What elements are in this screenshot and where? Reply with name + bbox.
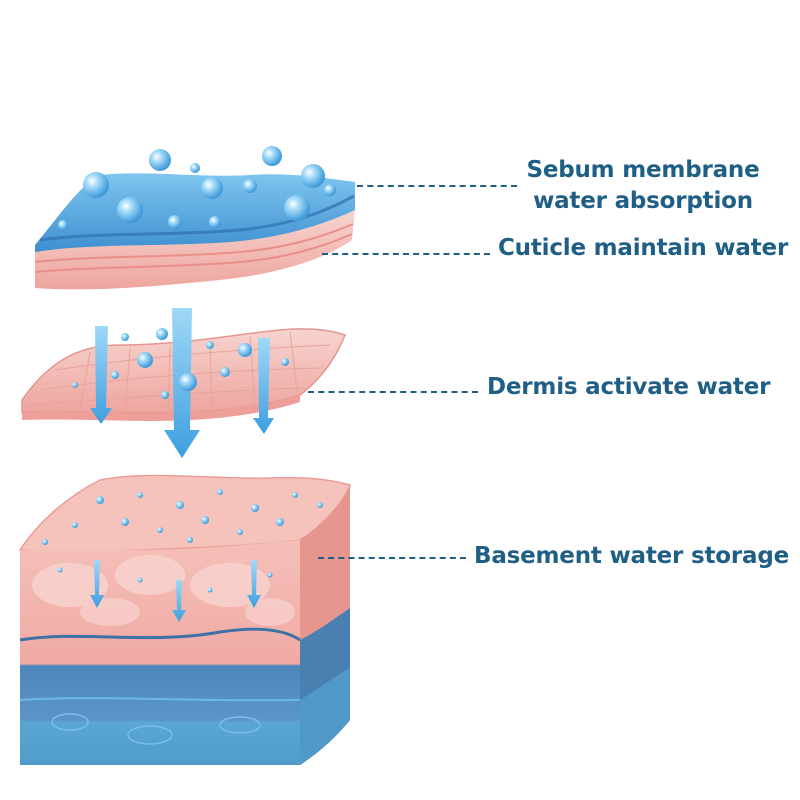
water-droplet-icon [237, 529, 243, 535]
water-droplet-icon [217, 489, 223, 495]
water-droplet-icon [190, 163, 200, 173]
water-droplet-icon [220, 367, 230, 377]
water-droplet-icon [238, 343, 252, 357]
label-basement: Basement water storage [474, 541, 789, 572]
water-droplet-icon [72, 382, 78, 388]
water-droplet-icon [137, 352, 153, 368]
label-dermis: Dermis activate water [487, 372, 770, 403]
water-droplet-icon [292, 492, 298, 498]
water-droplet-icon [268, 573, 273, 578]
label-sebum-line1: Sebum membrane [524, 155, 762, 186]
leader-line-dermis [308, 391, 478, 393]
water-droplet-icon [58, 220, 68, 230]
water-droplet-icon [157, 527, 163, 533]
water-droplet-icon [301, 164, 325, 188]
water-droplet-icon [168, 215, 182, 229]
leader-line-sebum [357, 185, 517, 187]
water-droplet-icon [156, 328, 168, 340]
water-droplet-icon [324, 184, 336, 196]
leader-line-cuticle [322, 253, 490, 255]
water-droplet-icon [121, 333, 129, 341]
water-droplet-icon [138, 578, 143, 583]
water-droplet-icon [281, 358, 289, 366]
water-droplet-icon [72, 522, 78, 528]
label-sebum-line2: water absorption [524, 186, 762, 217]
basement-block [20, 475, 350, 765]
water-droplet-icon [111, 371, 119, 379]
water-droplet-icon [58, 568, 63, 573]
water-droplet-icon [317, 502, 323, 508]
water-droplet-icon [243, 179, 257, 193]
water-droplet-icon [83, 172, 109, 198]
water-droplet-icon [201, 516, 209, 524]
label-sebum-membrane: Sebum membrane water absorption [524, 155, 762, 217]
water-droplet-icon [187, 537, 193, 543]
leader-line-basement [318, 557, 466, 559]
water-droplet-icon [206, 341, 214, 349]
water-droplet-icon [176, 501, 184, 509]
water-droplet-icon [42, 539, 48, 545]
sebum-cuticle-layer [35, 173, 355, 289]
water-droplet-icon [96, 496, 104, 504]
water-droplet-icon [121, 518, 129, 526]
water-droplet-icon [208, 588, 213, 593]
water-droplet-icon [179, 373, 197, 391]
water-droplet-icon [161, 391, 169, 399]
label-cuticle: Cuticle maintain water [498, 233, 788, 264]
water-droplet-icon [276, 518, 284, 526]
water-droplet-icon [251, 504, 259, 512]
water-droplet-icon [209, 216, 221, 228]
water-droplet-icon [201, 177, 223, 199]
water-droplet-icon [262, 146, 282, 166]
water-droplet-icon [284, 195, 310, 221]
water-droplet-icon [149, 149, 171, 171]
water-droplet-icon [117, 197, 143, 223]
water-droplet-icon [137, 492, 143, 498]
